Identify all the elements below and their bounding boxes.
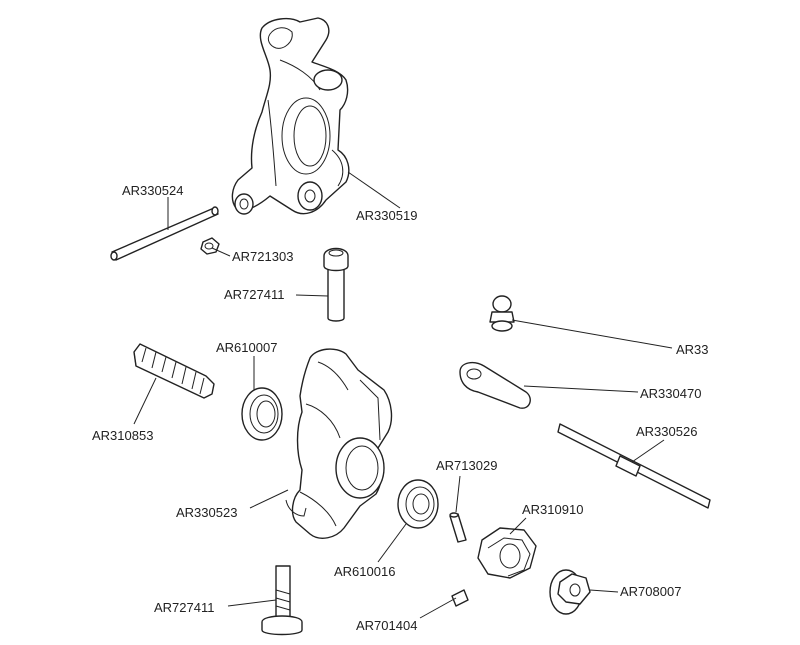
label-ar310910: AR310910: [522, 502, 583, 517]
turnbuckle-ar330526: [557, 423, 711, 509]
label-ar610016: AR610016: [334, 564, 395, 579]
part-labels: AR330524 AR330519 AR721303 AR727411 AR61…: [92, 183, 709, 633]
label-ar610007: AR610007: [216, 340, 277, 355]
label-ar727411-top: AR727411: [224, 287, 284, 302]
label-ar310853: AR310853: [92, 428, 153, 443]
pin-ar701404: [451, 589, 469, 607]
label-ar330523: AR330523: [176, 505, 237, 520]
label-ar727411-bottom: AR727411: [154, 600, 214, 615]
label-ar330519: AR330519: [356, 208, 417, 223]
label-ar330470: AR330470: [640, 386, 701, 401]
pin-ar330524: [110, 206, 219, 261]
label-ar721303: AR721303: [232, 249, 293, 264]
hub-carrier-ar330523: [285, 348, 393, 539]
rod-end-ar330470: [459, 361, 531, 409]
nut-ar708007: [549, 569, 591, 615]
label-ar33: AR33: [676, 342, 709, 357]
screw-ar727411-top: [323, 247, 349, 322]
label-ar330524: AR330524: [122, 183, 183, 198]
label-ar713029: AR713029: [436, 458, 497, 473]
set-screw-ar721303: [200, 237, 220, 255]
pin-ar713029: [449, 512, 467, 543]
ball-stud-ar33: [489, 295, 515, 332]
axle-ar310853: [133, 343, 215, 399]
label-ar708007: AR708007: [620, 584, 681, 599]
label-ar330526: AR330526: [636, 424, 697, 439]
bearing-ar610007: [241, 387, 283, 441]
steering-block-upper: [231, 17, 350, 215]
hex-hub-ar310910: [477, 527, 537, 579]
screw-ar727411-bottom: [261, 565, 303, 636]
label-ar701404: AR701404: [356, 618, 417, 633]
bearing-ar610016: [397, 479, 439, 529]
leader-lines: [133, 171, 673, 619]
